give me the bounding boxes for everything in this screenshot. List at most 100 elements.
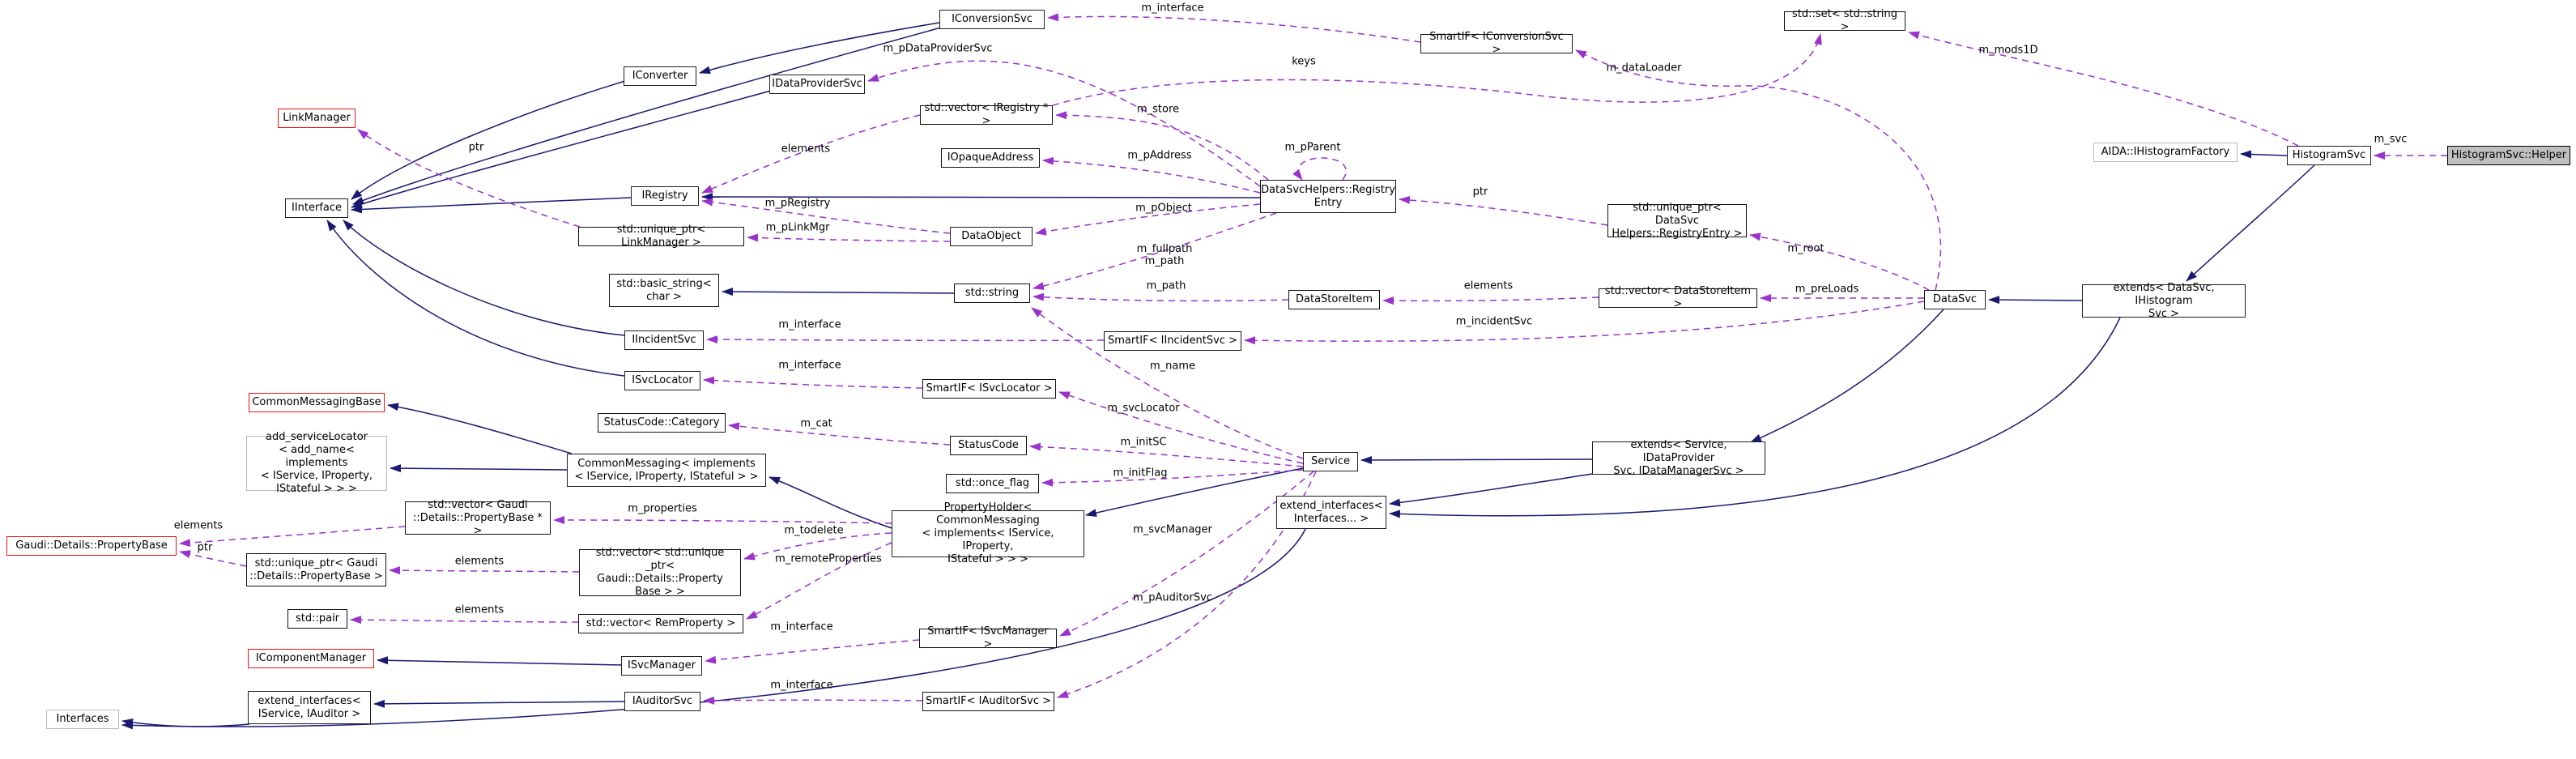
node-basic-string[interactable]: std::basic_string< char >: [609, 274, 719, 307]
node-label-iinterface: IInterface: [291, 202, 343, 214]
edge-iauditorsvc-to-extend-interfaces-ia: [373, 699, 625, 708]
node-label-statuscode: StatusCode: [958, 439, 1019, 451]
node-dataobject[interactable]: DataObject: [950, 227, 1033, 246]
node-uptr-propertybase[interactable]: std::unique_ptr< Gaudi ::Details::Proper…: [246, 553, 386, 586]
node-uptr-registryentry[interactable]: std::unique_ptr< DataSvc Helpers::Regist…: [1607, 202, 1747, 240]
node-datasvc[interactable]: DataSvc: [1924, 290, 1986, 309]
node-add-servicelocator[interactable]: add_serviceLocator < add_name< implement…: [246, 431, 387, 495]
edge-service-to-statuscode: [1029, 442, 1304, 467]
node-extend-interfaces-pack[interactable]: extend_interfaces< Interfaces... >: [1276, 496, 1386, 529]
node-smartif-isvclocator[interactable]: SmartIF< ISvcLocator >: [922, 379, 1056, 399]
node-statuscode-category[interactable]: StatusCode::Category: [598, 413, 726, 433]
node-extends-service[interactable]: extends< Service, IDataProvider Svc, IDa…: [1592, 439, 1765, 477]
node-vector-remproperty[interactable]: std::vector< RemProperty >: [578, 614, 743, 633]
edge-vector-propertybase-ptr-to-gaudi-propertybase: [179, 526, 406, 548]
node-commonmessaging[interactable]: CommonMessaging< implements < IService, …: [567, 454, 766, 487]
edge-isvcmanager-to-icomponentmanager: [377, 656, 622, 666]
node-label-std-set-string: std::set< std::string >: [1792, 8, 1897, 33]
node-label-commonmessaging: CommonMessaging< implements < IService, …: [574, 457, 759, 483]
node-histogramsvc-helper[interactable]: HistogramSvc::Helper: [2447, 146, 2570, 165]
edge-dataobject-to-uptr-linkmanager: [747, 233, 951, 242]
node-label-extend-interfaces-pack: extend_interfaces< Interfaces... >: [1279, 499, 1383, 525]
edge-extends-service-to-extend-interfaces-pack: [1389, 473, 1593, 507]
node-label-isvcmanager: ISvcManager: [628, 659, 696, 672]
node-iopaqueaddress[interactable]: IOpaqueAddress: [941, 148, 1040, 168]
node-label-add-servicelocator: add_serviceLocator < add_name< implement…: [260, 431, 373, 495]
edge-uptr-registryentry-to-registryentry: [1399, 195, 1608, 226]
node-idataprovidersvc[interactable]: IDataProviderSvc: [769, 75, 865, 94]
node-datastoreitem[interactable]: DataStoreItem: [1288, 290, 1380, 309]
node-linkmanager[interactable]: LinkManager: [278, 109, 356, 128]
node-iincidentsvc[interactable]: IIncidentSvc: [624, 330, 704, 350]
edge-smartif-isvcmanager-to-isvcmanager: [705, 639, 920, 664]
node-label-uptr-registryentry: std::unique_ptr< DataSvc Helpers::Regist…: [1612, 201, 1743, 240]
node-histogramsvc[interactable]: HistogramSvc: [2287, 146, 2371, 165]
node-label-extend-interfaces-ia: extend_interfaces< IService, IAuditor >: [258, 694, 361, 720]
node-label-vector-propertybase-ptr: std::vector< Gaudi ::Details::PropertyBa…: [413, 498, 543, 537]
node-gaudi-propertybase[interactable]: Gaudi::Details::PropertyBase: [6, 536, 177, 556]
node-std-once-flag[interactable]: std::once_flag: [946, 474, 1039, 493]
node-commonmessagingbase[interactable]: CommonMessagingBase: [249, 393, 385, 412]
node-label-gaudi-propertybase: Gaudi::Details::PropertyBase: [15, 539, 168, 552]
edge-uptr-linkmanager-to-linkmanager: [357, 129, 581, 228]
node-smartif-isvcmanager[interactable]: SmartIF< ISvcManager >: [919, 625, 1057, 650]
node-label-iopaqueaddress: IOpaqueAddress: [947, 151, 1034, 164]
node-smartif-iauditorsvc[interactable]: SmartIF< IAuditorSvc >: [922, 692, 1054, 711]
edge-iconversionsvc-to-iconverter: [699, 22, 940, 75]
node-iconversionsvc[interactable]: IConversionSvc: [939, 10, 1045, 29]
node-std-pair[interactable]: std::pair: [287, 609, 347, 629]
node-propertyholder[interactable]: PropertyHolder< CommonMessaging < implem…: [892, 501, 1084, 565]
node-iconverter[interactable]: IConverter: [624, 66, 696, 86]
node-isvcmanager[interactable]: ISvcManager: [621, 656, 702, 676]
edge-smartif-iauditorsvc-to-iauditorsvc: [703, 696, 923, 705]
node-label-histogramsvc: HistogramSvc: [2292, 149, 2366, 161]
node-vector-propertybase-ptr[interactable]: std::vector< Gaudi ::Details::PropertyBa…: [405, 498, 551, 537]
edge-iincidentsvc-to-iinterface: [343, 220, 625, 336]
node-vector-uptr-propertybase[interactable]: std::vector< std::unique _ptr< Gaudi::De…: [579, 547, 741, 598]
edge-dataobject-to-iregistry: [701, 198, 951, 234]
node-label-vector-remproperty: std::vector< RemProperty >: [585, 617, 736, 629]
node-iregistry[interactable]: IRegistry: [631, 186, 699, 206]
edge-extends-datasvc-to-datasvc: [1988, 296, 2083, 305]
node-registryentry[interactable]: DataSvcHelpers::Registry Entry: [1260, 180, 1396, 213]
node-vector-iregistry[interactable]: std::vector< IRegistry * >: [920, 102, 1053, 127]
node-extend-interfaces-ia[interactable]: extend_interfaces< IService, IAuditor >: [248, 691, 371, 724]
edge-histogramsvc-to-aida-ihistogramfactory: [2240, 150, 2288, 159]
edge-vector-iregistry-to-std-set-string: [1052, 33, 1822, 106]
edge-smartif-iconversionsvc-to-iconversionsvc: [1047, 13, 1421, 43]
edge-datasvc-to-smartif-iincidentsvc: [1244, 301, 1925, 345]
node-isvclocator[interactable]: ISvcLocator: [624, 371, 700, 390]
node-smartif-iincidentsvc[interactable]: SmartIF< IIncidentSvc >: [1104, 331, 1241, 351]
edge-service-to-std-once-flag: [1041, 469, 1304, 487]
node-iinterface[interactable]: IInterface: [285, 198, 348, 218]
edge-extend-interfaces-pack-to-interfaces: [121, 528, 1306, 730]
node-icomponentmanager[interactable]: IComponentManager: [248, 649, 374, 668]
node-label-iincidentsvc: IIncidentSvc: [632, 334, 696, 346]
node-iauditorsvc[interactable]: IAuditorSvc: [624, 692, 700, 711]
node-label-icomponentmanager: IComponentManager: [255, 652, 367, 664]
node-aida-ihistogramfactory[interactable]: AIDA::IHistogramFactory: [2093, 143, 2238, 162]
edge-registryentry-to-dataobject: [1035, 203, 1261, 236]
edge-datasvc-to-smartif-iconversionsvc: [1575, 49, 1942, 291]
node-interfaces[interactable]: Interfaces: [46, 710, 119, 729]
node-label-statuscode-category: StatusCode::Category: [603, 416, 720, 429]
edge-vector-datastoreitem-to-datastoreitem: [1382, 296, 1599, 305]
node-vector-datastoreitem[interactable]: std::vector< DataStoreItem >: [1599, 285, 1757, 310]
edge-registryentry-to-idataprovidersvc: [867, 60, 1261, 187]
node-label-smartif-isvclocator: SmartIF< ISvcLocator >: [926, 382, 1053, 394]
node-label-propertyholder: PropertyHolder< CommonMessaging < implem…: [922, 501, 1054, 565]
node-extends-datasvc[interactable]: extends< DataSvc, IHistogram Svc >: [2082, 282, 2246, 320]
edge-propertyholder-to-commonmessaging: [769, 476, 892, 529]
edge-registryentry-to-vector-iregistry: [1055, 111, 1269, 181]
node-service[interactable]: Service: [1303, 452, 1358, 471]
node-std-string[interactable]: std::string: [954, 284, 1030, 303]
node-uptr-linkmanager[interactable]: std::unique_ptr< LinkManager >: [578, 224, 744, 249]
node-statuscode[interactable]: StatusCode: [950, 436, 1027, 455]
edge-iconversionsvc-to-iinterface: [352, 27, 942, 205]
edge-registryentry-to-iregistry: [701, 193, 1261, 202]
edge-histogramsvc-to-std-set-string: [1908, 31, 2299, 147]
node-std-set-string[interactable]: std::set< std::string >: [1784, 8, 1905, 33]
node-smartif-iconversionsvc[interactable]: SmartIF< IConversionSvc >: [1420, 31, 1573, 56]
edge-registryentry-to-std-string: [1033, 212, 1277, 290]
